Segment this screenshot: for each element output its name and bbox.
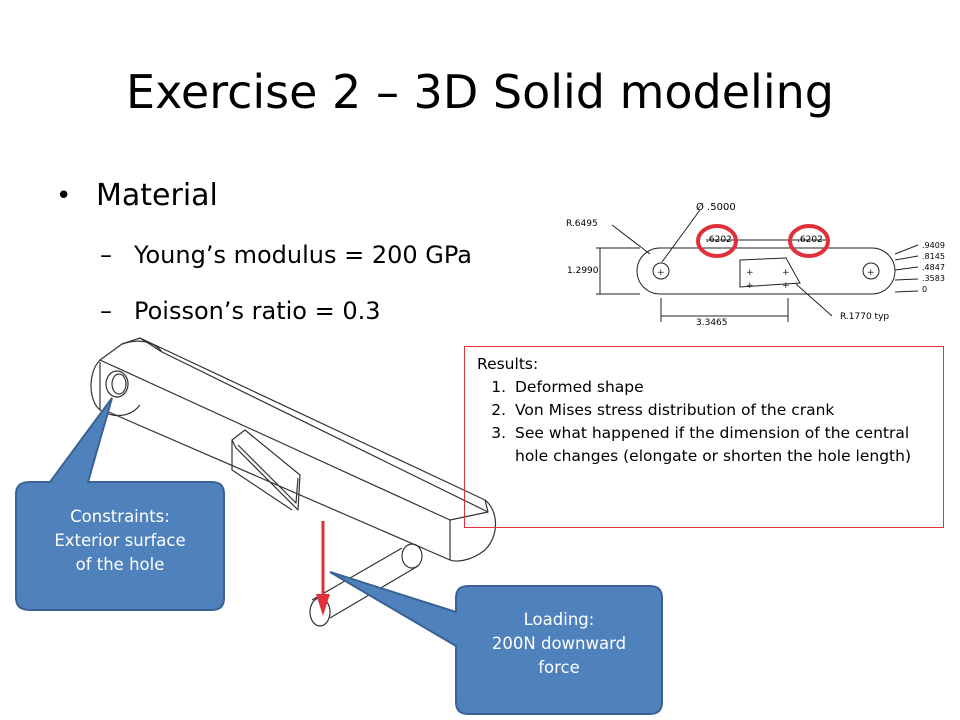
constraints-callout-text: Constraints: Exterior surface of the hol… bbox=[54, 507, 186, 574]
drawing-right-dims: .9409 .8145 .4847 .3583 0 bbox=[922, 241, 945, 294]
svg-text:+: + bbox=[657, 268, 665, 278]
results-list: Deformed shape Von Mises stress distribu… bbox=[477, 376, 931, 468]
drawing-label-dim-a: .6202 bbox=[706, 235, 732, 245]
subbullet-youngs-modulus: –Young’s modulus = 200 GPa bbox=[100, 238, 472, 272]
drawing-label-dim-b: .6202 bbox=[797, 235, 823, 245]
subbullet-poisson-ratio: –Poisson’s ratio = 0.3 bbox=[100, 294, 381, 328]
drawing-label-height: 1.2990 bbox=[567, 266, 599, 276]
svg-text:+: + bbox=[782, 268, 790, 278]
svg-text:+: + bbox=[867, 268, 875, 278]
drawing-label-length: 3.3465 bbox=[696, 318, 728, 328]
results-item: Von Mises stress distribution of the cra… bbox=[511, 399, 931, 422]
constraints-callout bbox=[15, 397, 225, 611]
dash-icon: – bbox=[100, 241, 112, 269]
drawing-label-radius: R.6495 bbox=[566, 219, 598, 229]
highlight-circle-right bbox=[788, 224, 830, 258]
loading-callout-text: Loading: 200N downward force bbox=[491, 610, 627, 677]
dash-icon: – bbox=[100, 297, 112, 325]
results-item: See what happened if the dimension of th… bbox=[511, 422, 931, 468]
crank-technical-drawing: + + + + + + bbox=[596, 209, 919, 322]
drawing-label-diameter: Ø .5000 bbox=[696, 202, 736, 213]
highlight-circle-left bbox=[696, 224, 738, 258]
results-box: Results: Deformed shape Von Mises stress… bbox=[464, 346, 944, 528]
svg-text:+: + bbox=[782, 281, 790, 291]
results-item: Deformed shape bbox=[511, 376, 931, 399]
svg-text:+: + bbox=[746, 268, 754, 278]
force-arrow-head-icon bbox=[316, 594, 330, 616]
results-heading: Results: bbox=[477, 355, 539, 373]
svg-text:+: + bbox=[746, 281, 754, 291]
bullet-dot-icon: • bbox=[56, 181, 72, 211]
drawing-label-radius-typ: R.1770 typ bbox=[840, 312, 890, 322]
loading-callout bbox=[329, 571, 663, 715]
bullet-material-label: Material bbox=[96, 178, 218, 213]
slide-title: Exercise 2 – 3D Solid modeling bbox=[126, 65, 834, 119]
